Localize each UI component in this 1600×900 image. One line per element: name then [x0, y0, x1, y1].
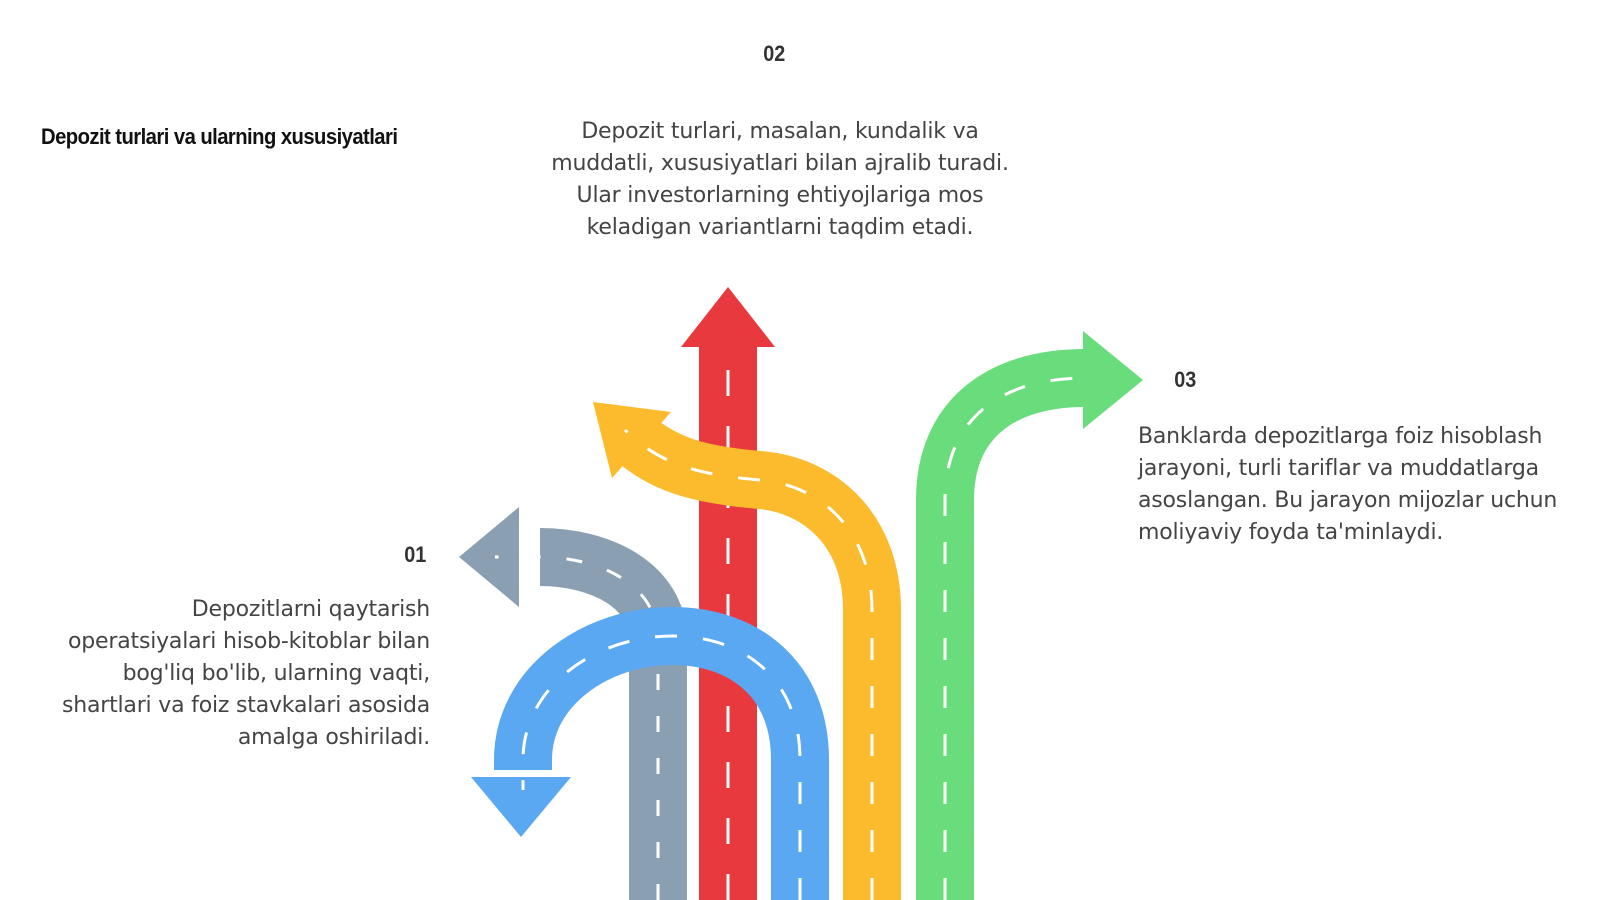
red-road-arrow: [681, 287, 775, 900]
green-road-arrow: [916, 331, 1143, 900]
step-03-description: Banklarda depozitlarga foiz hisoblash ja…: [1138, 424, 1558, 545]
step-01-description: Depozitlarni qaytarish operatsiyalari hi…: [61, 597, 430, 750]
page-title: Depozit turlari va ularning xususiyatlar…: [41, 124, 398, 149]
yellow-road-arrow: [593, 402, 901, 900]
step-01-number: 01: [404, 542, 427, 567]
step-02-number: 02: [763, 41, 786, 66]
blue-road-arrow: [471, 606, 829, 900]
step-02-description: Depozit turlari, masalan, kundalik va mu…: [551, 119, 1009, 240]
step-03-number: 03: [1174, 367, 1197, 392]
